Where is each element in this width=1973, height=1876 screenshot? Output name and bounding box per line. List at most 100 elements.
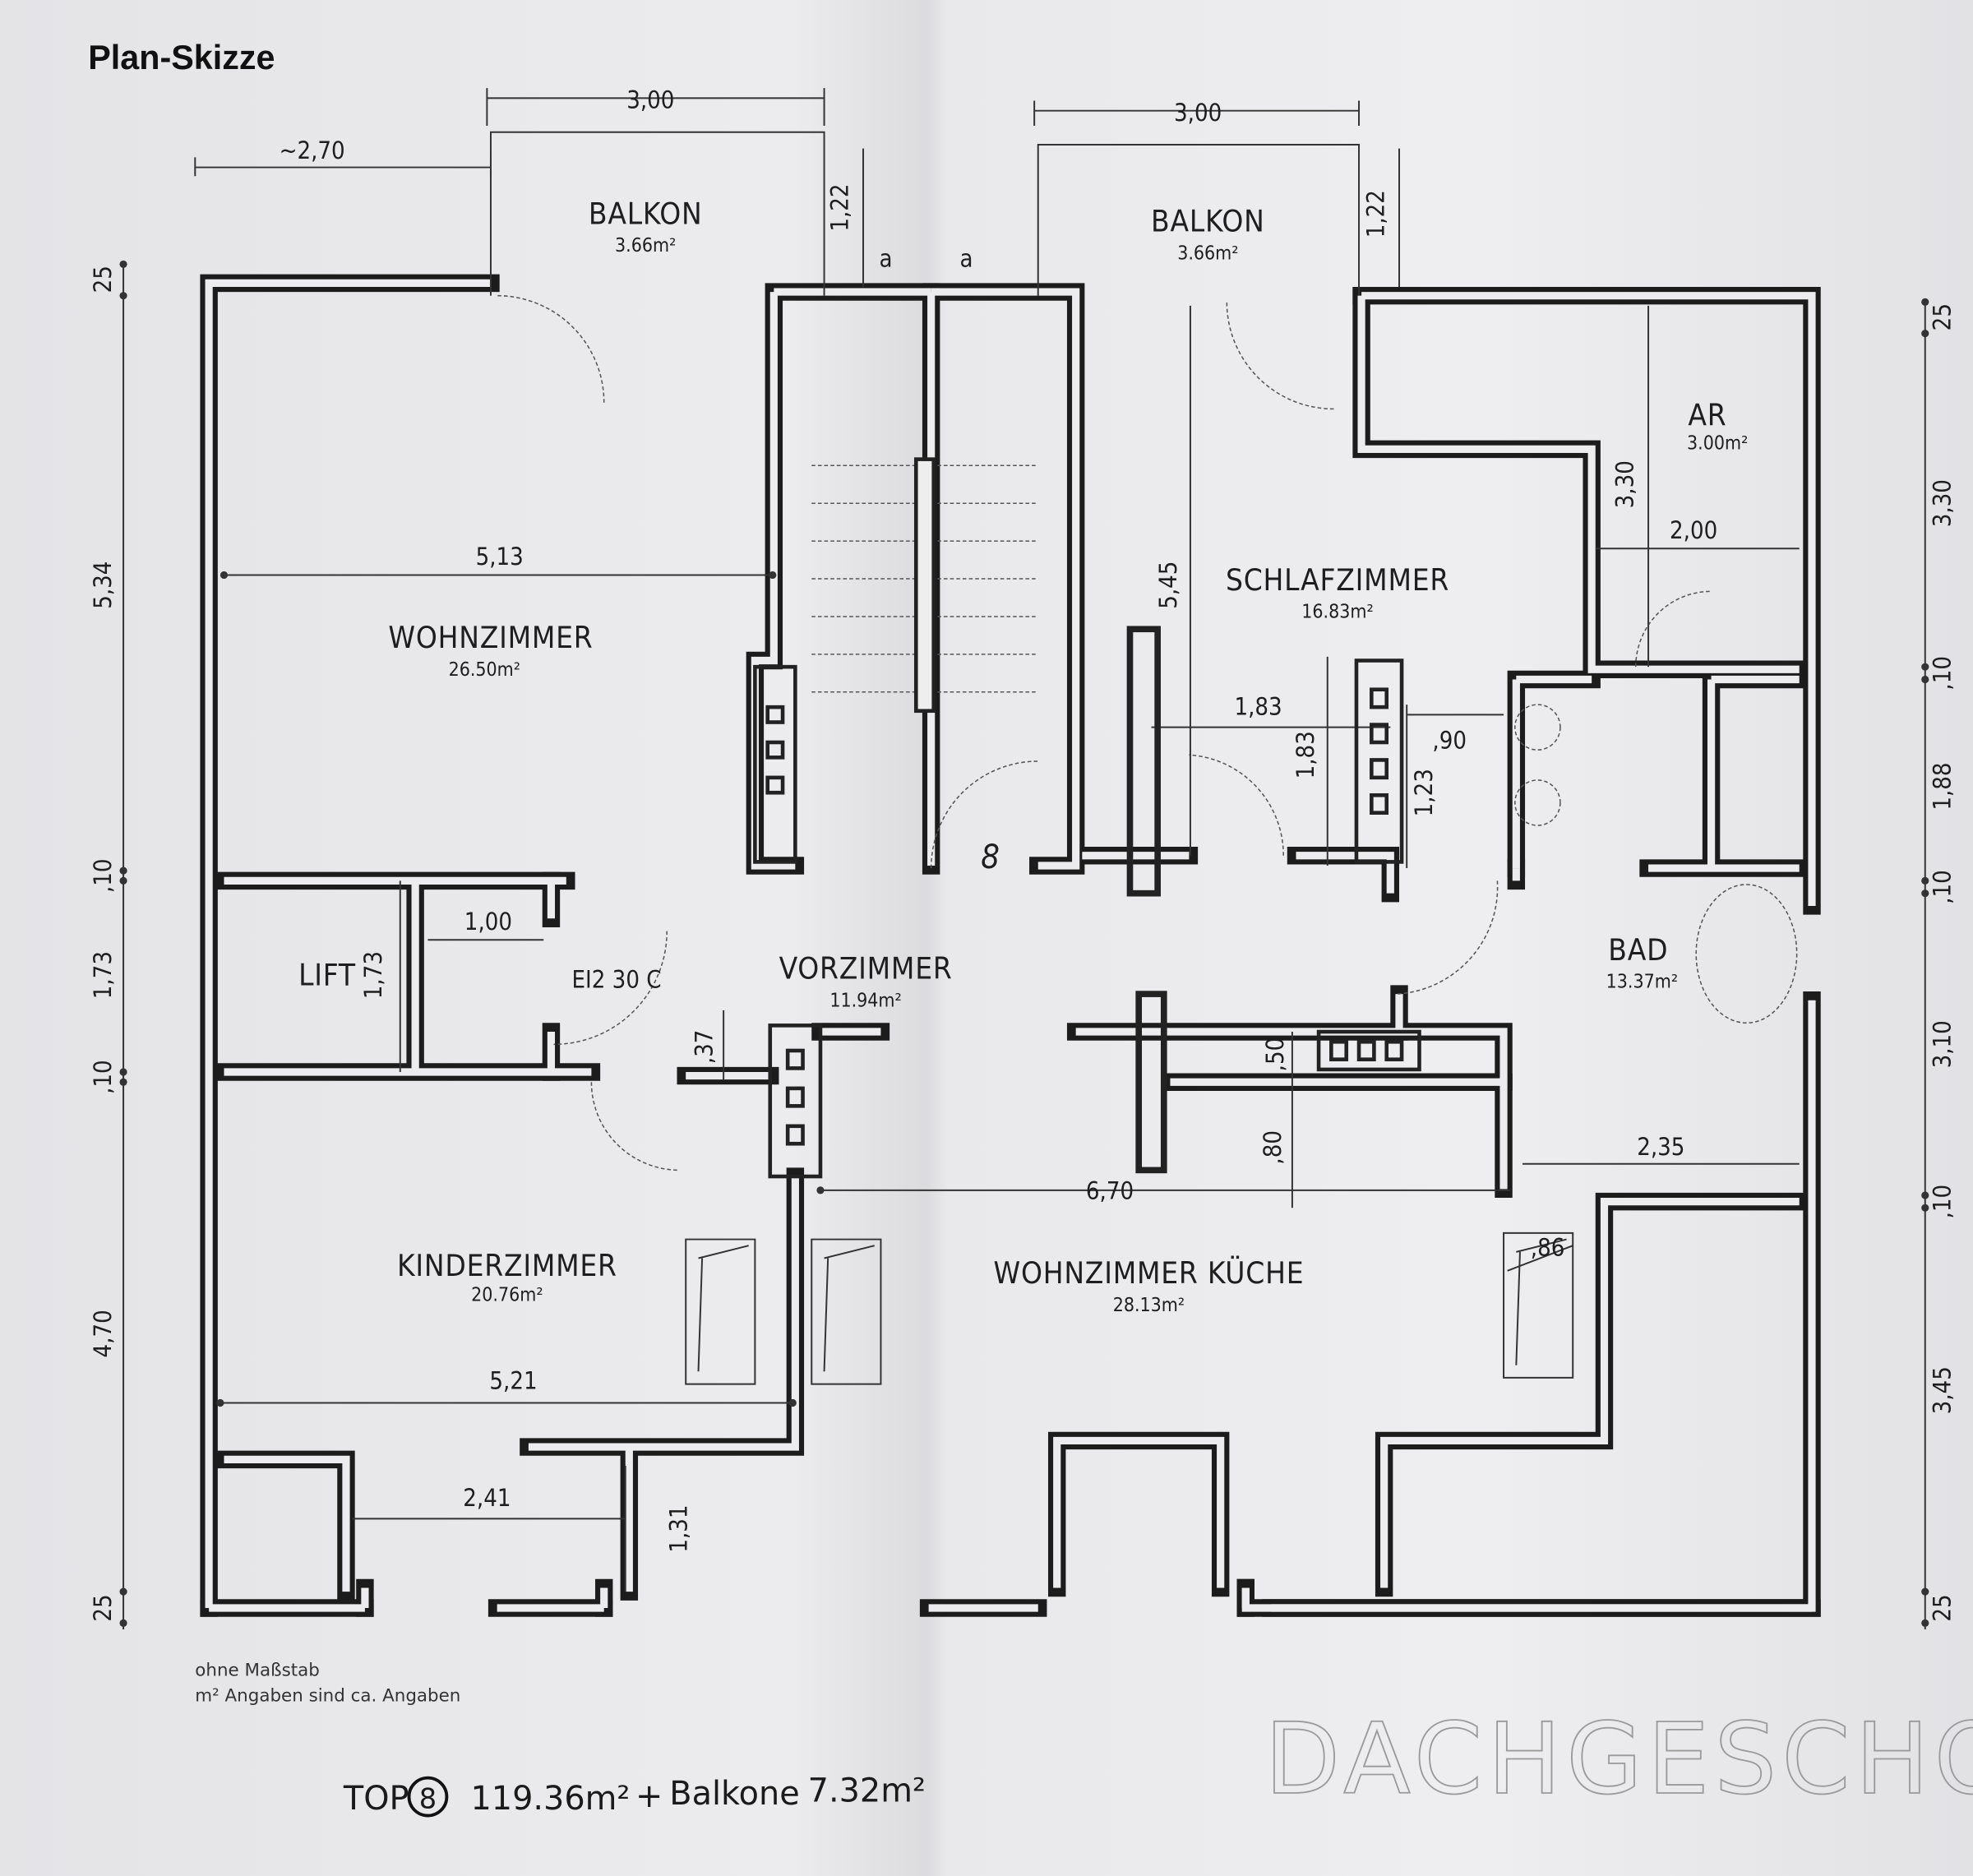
chain-dim-label: 25 xyxy=(89,266,117,293)
door-swing xyxy=(1396,880,1499,995)
dim-label: 3,30 xyxy=(1611,460,1639,508)
dim-label: 1,73 xyxy=(359,951,387,999)
wall xyxy=(215,871,601,1081)
balcony-right-outline xyxy=(1037,144,1361,296)
door-swing xyxy=(553,931,668,1046)
dim-label: ,80 xyxy=(1259,1130,1287,1165)
unit-number: 8 xyxy=(981,839,1000,876)
chain-dim-label: 3,10 xyxy=(1928,1020,1956,1068)
area-wohnzimmer-kueche: 28.13m² xyxy=(1113,1295,1185,1316)
door-swing xyxy=(1189,754,1284,856)
unit-circle xyxy=(407,1776,449,1818)
dim-label: ~2,70 xyxy=(280,136,345,164)
door-swing xyxy=(497,294,605,403)
dim-label: 1,83 xyxy=(1234,692,1282,720)
wall xyxy=(1047,1431,1230,1597)
room-wohnzimmer: WOHNZIMMER xyxy=(388,620,593,655)
chain-dim-label: 4,70 xyxy=(89,1310,117,1357)
wall-fill xyxy=(1361,292,1816,906)
chain-dim-label: ,10 xyxy=(89,1060,117,1094)
sink xyxy=(1514,779,1561,826)
dim-label: 1,31 xyxy=(665,1504,693,1552)
note-area: m² Angaben sind ca. Angaben xyxy=(195,1685,460,1706)
dim-label: ,37 xyxy=(690,1030,718,1065)
wall xyxy=(215,1450,355,1601)
dim-label: 6,70 xyxy=(1086,1177,1134,1205)
room-wohnzimmer-kueche: WOHNZIMMER KÜCHE xyxy=(994,1255,1305,1291)
area-vorzimmer: 11.94m² xyxy=(829,990,901,1011)
room-schlafzimmer: SCHLAFZIMMER xyxy=(1226,562,1449,598)
dim-label: 1,83 xyxy=(1291,731,1319,779)
dimension-ticks xyxy=(119,260,1929,1627)
skylight xyxy=(1503,1231,1574,1379)
dimension-labels: 3,00 ~2,70 3,00 1,22 1,22 a a 5,13 5,45 … xyxy=(280,86,1718,1553)
dim-label: 5,45 xyxy=(1154,561,1182,609)
room-balkon-right: BALKON xyxy=(1151,204,1265,239)
wall-fill xyxy=(1075,1028,1508,1190)
note-scale: ohne Maßstab xyxy=(195,1661,320,1681)
wall-fill xyxy=(686,1028,881,1080)
chain-dim-label: 1,73 xyxy=(89,951,117,999)
fire-door-rating: EI2 30 C xyxy=(572,965,662,993)
wall-fill xyxy=(1512,675,1592,869)
chain-dim-label: 25 xyxy=(89,1594,117,1621)
wall xyxy=(1375,1192,1809,1597)
area-balkon-left: 3.66m² xyxy=(615,235,676,256)
area-schlafzimmer: 16.83m² xyxy=(1301,601,1373,622)
room-kinderzimmer: KINDERZIMMER xyxy=(397,1248,617,1283)
wall-fill xyxy=(931,288,1080,870)
staircase xyxy=(811,457,1038,714)
dim-label: 1,22 xyxy=(826,183,854,231)
wall-fill xyxy=(1241,1000,1816,1612)
summary-line: TOP 8 119.36m² + Balkone 7.32m² xyxy=(343,1772,926,1818)
dim-label: 2,00 xyxy=(1670,516,1717,544)
chain-dim-label: 3,45 xyxy=(1928,1366,1956,1414)
dim-label: 1,22 xyxy=(1362,190,1390,238)
dim-label: 2,35 xyxy=(1637,1133,1684,1161)
wall-fill xyxy=(1357,295,1800,673)
skylight xyxy=(811,1238,882,1385)
dim-label: 1,00 xyxy=(464,908,512,936)
sink xyxy=(1514,704,1561,751)
dim-label: 3,00 xyxy=(626,86,674,114)
summary-area: 119.36m² xyxy=(470,1780,630,1818)
chain-dim-label: 3,30 xyxy=(1928,479,1956,527)
summary-plus: + xyxy=(635,1777,663,1815)
dim-label: 5,13 xyxy=(476,543,524,571)
summary-balcony-area: 7.32m² xyxy=(808,1772,926,1810)
chain-dim-label: 25 xyxy=(1928,1594,1956,1621)
wall xyxy=(1236,991,1821,1617)
summary-unit: 8 xyxy=(419,1782,437,1814)
chain-dim-label: 1,88 xyxy=(1928,762,1956,810)
room-labels: BALKON 3.66m² BALKON 3.66m² WOHNZIMMER 2… xyxy=(298,196,1748,1315)
door-swing xyxy=(930,760,1038,869)
chain-dim-label: ,10 xyxy=(1928,870,1956,904)
area-kinderzimmer: 20.76m² xyxy=(471,1285,543,1306)
dimension-lines xyxy=(119,88,1929,1630)
dim-label: a xyxy=(880,244,893,272)
area-ar: 3.00m² xyxy=(1687,432,1748,454)
wall-fill xyxy=(224,876,592,1076)
wall-fill xyxy=(528,1176,799,1592)
chain-dim-label: 25 xyxy=(1928,303,1956,330)
wall-fill xyxy=(224,1455,350,1592)
area-balkon-right: 3.66m² xyxy=(1177,243,1238,264)
walls xyxy=(200,274,1821,1617)
dim-label: 5,21 xyxy=(489,1367,537,1395)
chain-dim-label: 5,34 xyxy=(89,561,117,609)
door-swing xyxy=(590,1082,680,1171)
area-wohnzimmer: 26.50m² xyxy=(449,659,520,681)
door-swing xyxy=(1226,302,1334,410)
wall xyxy=(1352,286,1809,678)
dim-label: 2,41 xyxy=(463,1484,511,1512)
room-vorzimmer: VORZIMMER xyxy=(779,951,953,987)
room-bad: BAD xyxy=(1608,932,1668,968)
wall-fill xyxy=(1053,1436,1225,1588)
shafts xyxy=(753,626,1421,1179)
dim-label: ,86 xyxy=(1531,1233,1565,1261)
bathtub xyxy=(1695,884,1798,1024)
room-ar: AR xyxy=(1688,397,1726,432)
